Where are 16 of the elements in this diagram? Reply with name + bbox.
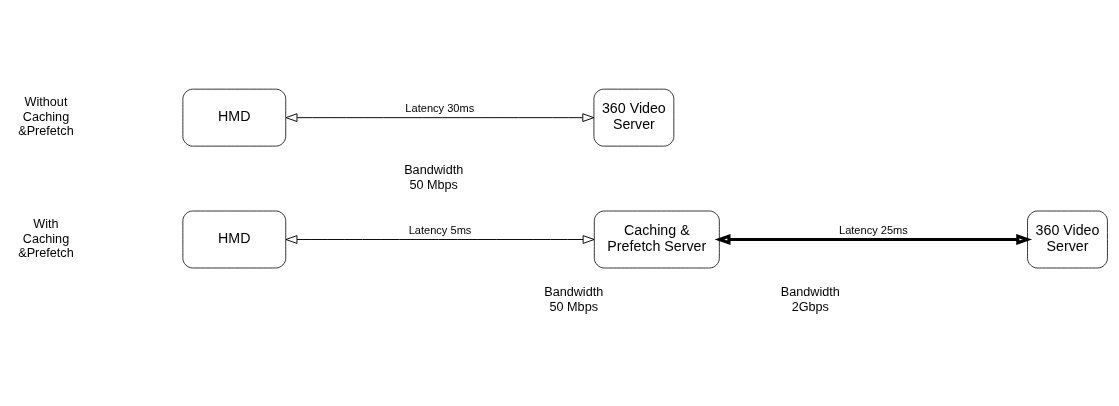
label: Without Caching &Prefetch [18, 94, 74, 138]
node-box: Caching & Prefetch Server [593, 210, 720, 268]
label: With Caching &Prefetch [18, 216, 74, 260]
arrow [285, 234, 595, 244]
arrow [714, 233, 1033, 245]
edge-label: Latency 30ms [405, 101, 475, 114]
node-box: HMD [182, 88, 287, 147]
node-box: 360 Video Server [593, 88, 675, 147]
edge-label: Latency 25ms [838, 223, 908, 236]
label: Bandwidth 50 Mbps [544, 284, 604, 314]
label: Bandwidth 50 Mbps [404, 162, 464, 192]
node-box: HMD [182, 210, 287, 268]
node-box: 360 Video Server [1027, 210, 1108, 268]
edge-label: Latency 5ms [408, 223, 472, 236]
arrow [285, 112, 595, 122]
label: Bandwidth 2Gbps [780, 284, 840, 314]
